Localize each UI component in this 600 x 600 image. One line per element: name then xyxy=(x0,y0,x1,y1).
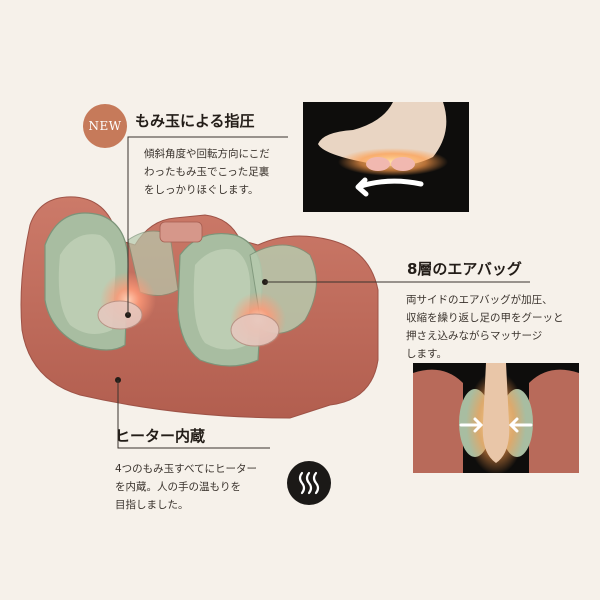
leader-line-kneading xyxy=(127,136,135,315)
kneading-title: もみ玉による指圧 xyxy=(135,112,255,130)
airbag-title: 8層のエアバッグ xyxy=(407,260,522,278)
airbag-photo xyxy=(413,363,579,473)
heater-description: 4つのもみ玉すべてにヒーター を内蔵。人の手の温もりを 目指しました。 xyxy=(115,463,258,511)
new-badge: NEW xyxy=(83,104,127,148)
kneading-ball-left xyxy=(97,300,143,330)
airbag-description: 両サイドのエアバッグが加圧、 収縮を繰り返し足の甲をグーッと 押さえ込みながらマ… xyxy=(406,294,564,360)
device-control-panel xyxy=(159,221,203,243)
heat-waves-icon xyxy=(287,461,331,505)
kneading-description: 傾斜角度や回転方向にこだ わったもみ玉でこった足裏 をしっかりほぐします。 xyxy=(144,148,270,196)
kneading-ball-right xyxy=(230,313,280,347)
kneading-photo xyxy=(303,102,469,212)
heater-title: ヒーター内蔵 xyxy=(115,427,206,445)
leader-line-heater xyxy=(117,380,270,449)
